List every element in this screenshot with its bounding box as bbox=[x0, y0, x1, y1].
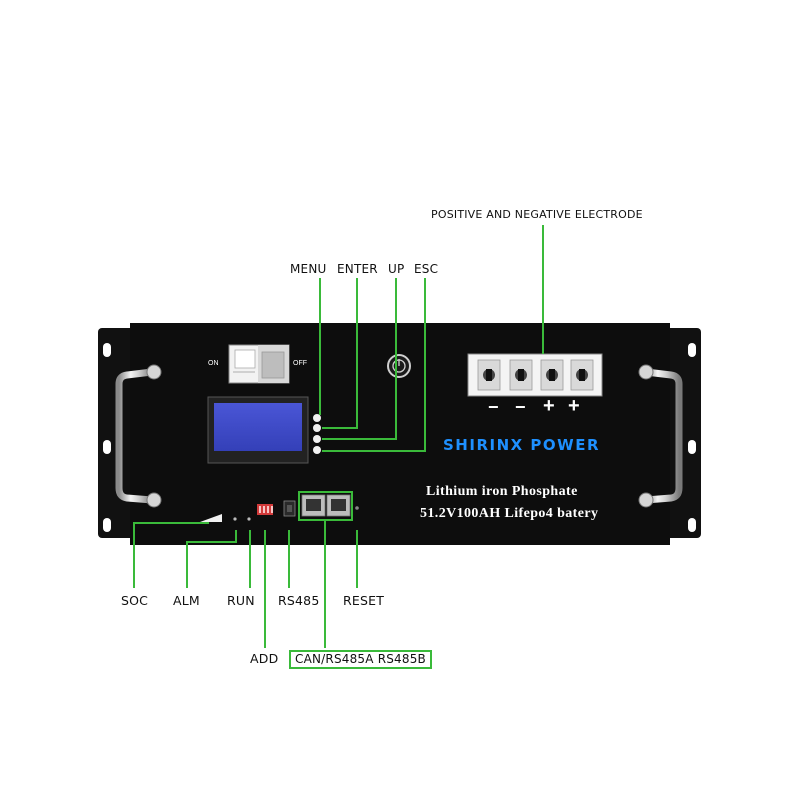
terminal-block bbox=[467, 353, 603, 397]
rack-ear-right bbox=[665, 328, 701, 538]
soc-indicator bbox=[200, 514, 222, 522]
switch-on-label: ON bbox=[208, 360, 219, 367]
esc-label: ESC bbox=[414, 262, 439, 276]
callout-lines bbox=[133, 225, 544, 648]
switch-off-label: OFF bbox=[293, 360, 307, 367]
add-label: ADD bbox=[250, 651, 279, 666]
alm-label: ALM bbox=[173, 593, 200, 608]
product-title-line2: 51.2V100AH Lifepo4 batery bbox=[420, 506, 599, 521]
enter-callout-line bbox=[322, 278, 358, 429]
terminal-sign-4: + bbox=[568, 395, 580, 417]
rs485-port[interactable] bbox=[283, 500, 296, 517]
alm-led bbox=[233, 517, 237, 521]
handle-right bbox=[638, 364, 683, 508]
up-button[interactable] bbox=[313, 435, 321, 443]
enter-label: ENTER bbox=[337, 262, 378, 276]
reset-button[interactable] bbox=[355, 506, 359, 510]
up-callout-line bbox=[322, 278, 397, 440]
rs485-label: RS485 bbox=[278, 593, 320, 608]
terminal-sign-2: − bbox=[515, 397, 526, 417]
menu-buttons bbox=[313, 414, 321, 454]
menu-button[interactable] bbox=[313, 414, 321, 422]
dip-switch[interactable] bbox=[257, 504, 273, 515]
handle-left bbox=[115, 364, 162, 508]
menu-label: MENU bbox=[290, 262, 327, 276]
can-rs485-ports[interactable] bbox=[301, 494, 351, 517]
brand-logo-text: SHIRINX POWER bbox=[443, 436, 600, 454]
reset-label: RESET bbox=[343, 593, 385, 608]
alm-callout-line bbox=[186, 530, 237, 588]
product-title-line1: Lithium iron Phosphate bbox=[426, 484, 578, 499]
esc-callout-line bbox=[322, 278, 426, 452]
power-button[interactable] bbox=[387, 354, 411, 378]
lcd-display bbox=[207, 396, 309, 464]
enter-button[interactable] bbox=[313, 424, 321, 432]
can-rs485-label: CAN/RS485A RS485B bbox=[289, 650, 432, 669]
terminal-sign-3: + bbox=[543, 395, 555, 417]
run-label: RUN bbox=[227, 593, 255, 608]
breaker-switch[interactable] bbox=[228, 344, 290, 384]
electrode-label: POSITIVE AND NEGATIVE ELECTRODE bbox=[431, 208, 643, 221]
run-led bbox=[247, 517, 251, 521]
up-label: UP bbox=[388, 262, 405, 276]
soc-label: SOC bbox=[121, 593, 149, 608]
terminal-sign-1: − bbox=[488, 397, 499, 417]
esc-button[interactable] bbox=[313, 446, 321, 454]
soc-callout-line bbox=[133, 522, 209, 588]
